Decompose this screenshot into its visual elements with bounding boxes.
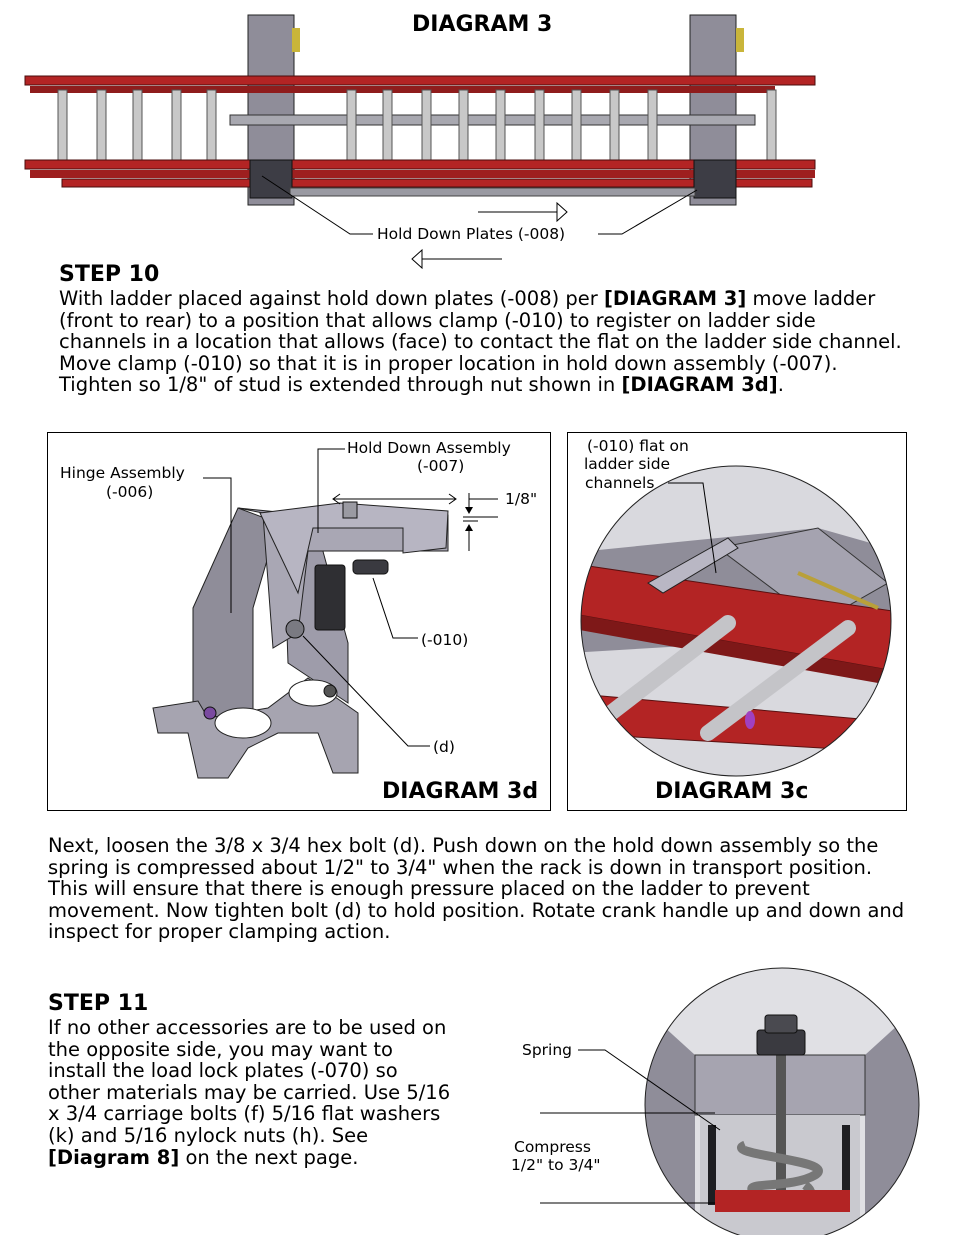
step-10-ref-diagram-3d: [DIAGRAM 3d] <box>621 373 778 397</box>
hinge-assembly-part-label: (-006) <box>106 483 154 501</box>
diagram-3-illustration <box>24 14 816 270</box>
step-11-paragraph: If no other accessories are to be used o… <box>48 1017 453 1168</box>
diagram-3d-title: DIAGRAM 3d <box>382 779 539 804</box>
diagram-3c-illustration <box>580 465 892 777</box>
spring-label: Spring <box>522 1041 573 1059</box>
diagram-3: DIAGRAM 3 Hold Down Plates (-008) <box>0 0 954 270</box>
step-10-text-1: With ladder placed against hold down pla… <box>59 287 605 310</box>
step-11-text-2: on the next page. <box>179 1145 359 1169</box>
hold-down-assembly-part-label: (-007) <box>417 457 465 475</box>
diagram-3-title: DIAGRAM 3 <box>412 12 553 37</box>
flat-on-channels-label-2: ladder side <box>584 455 671 473</box>
spring-diagram-illustration <box>540 967 920 1235</box>
step-10-ref-diagram-3: [DIAGRAM 3] <box>604 287 747 310</box>
step-10-text-3: . <box>777 373 784 397</box>
flat-on-channels-label-1: (-010) flat on <box>587 437 689 455</box>
step-10-heading: STEP 10 <box>59 262 160 287</box>
hinge-assembly-label: Hinge Assembly <box>60 464 185 482</box>
step-10-paragraph: With ladder placed against hold down pla… <box>59 288 904 396</box>
step-11-ref-diagram-8: [Diagram 8] <box>48 1145 180 1169</box>
clamp-part-label: (-010) <box>421 631 469 649</box>
hold-down-plates-label: Hold Down Plates (-008) <box>377 225 566 243</box>
step-11-text-1: If no other accessories are to be used o… <box>48 1016 451 1147</box>
diagram-3d-box: Hinge Assembly (-006) Hold Down Assembly… <box>47 432 551 811</box>
compress-label-1: Compress <box>514 1138 591 1156</box>
loosen-bolt-paragraph: Next, loosen the 3/8 x 3/4 hex bolt (d).… <box>48 834 905 944</box>
hold-down-assembly-label: Hold Down Assembly <box>347 439 511 457</box>
diagram-3c-box: (-010) flat on ladder side channels DIAG… <box>567 432 907 811</box>
diagram-3c-title: DIAGRAM 3c <box>655 779 809 804</box>
bolt-d-label: (d) <box>433 738 455 756</box>
step-11-heading: STEP 11 <box>48 991 149 1016</box>
diagram-3d-illustration <box>152 448 498 779</box>
flat-on-channels-label-3: channels <box>585 474 655 492</box>
step-10-text-2: move ladder (front to rear) to a positio… <box>59 287 902 397</box>
spring-diagram: Spring Compress 1/2" to 3/4" <box>480 945 954 1235</box>
eighth-inch-label: 1/8" <box>505 490 538 508</box>
compress-label-2: 1/2" to 3/4" <box>511 1156 601 1174</box>
